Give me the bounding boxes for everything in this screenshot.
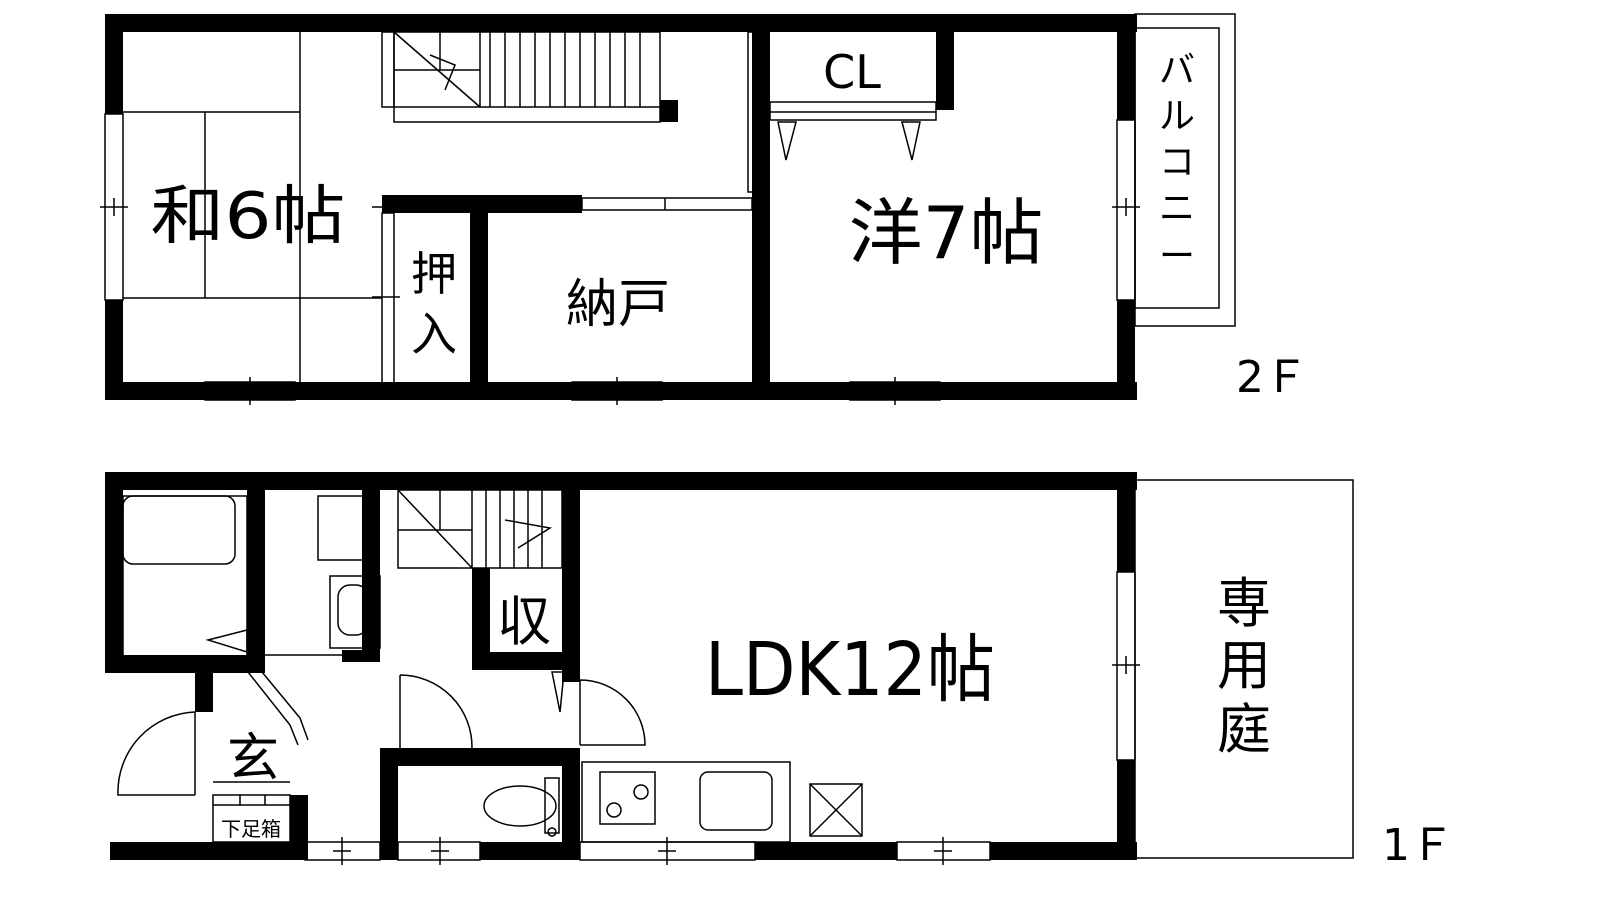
- room-label-shoe-box: 下足箱: [221, 817, 281, 841]
- garden-char: 専: [1217, 572, 1271, 635]
- storage-door: [551, 671, 565, 713]
- lower-floor-thin-lines: [117, 479, 1354, 865]
- wall: [936, 14, 954, 110]
- wall: [290, 795, 308, 860]
- room-label-youshitsu: 洋7帖: [849, 191, 1044, 275]
- sliding-door: [747, 31, 759, 193]
- toilet: [483, 785, 557, 827]
- wall: [480, 842, 580, 860]
- garden-char: 用: [1217, 634, 1271, 697]
- closet-door: [777, 121, 797, 161]
- sliding-door: [381, 212, 395, 384]
- wall: [1117, 14, 1135, 120]
- balcony-char: コ: [1159, 142, 1195, 183]
- balcony-char: ル: [1159, 96, 1195, 137]
- wall: [1117, 760, 1135, 860]
- garden-outline: [1134, 479, 1354, 859]
- wall: [562, 748, 580, 860]
- wall: [247, 472, 265, 672]
- toilet-door: [399, 674, 473, 749]
- wall: [660, 100, 678, 122]
- wall: [380, 748, 580, 766]
- room-label-garden: 専 用 庭: [1217, 572, 1271, 761]
- garden-char: 庭: [1217, 698, 1271, 761]
- entrance-door: [117, 711, 196, 796]
- window: [397, 841, 481, 861]
- room-label-ldk: LDK12帖: [705, 627, 995, 713]
- wall: [342, 650, 380, 662]
- sink: [699, 771, 773, 831]
- staircase: [397, 489, 563, 569]
- wall: [105, 14, 123, 114]
- upper-floor-thin-lines: [100, 13, 1236, 405]
- balcony-char: ニ: [1159, 188, 1195, 229]
- upper-floor-plan: [105, 14, 1137, 400]
- wall: [362, 472, 380, 662]
- balcony-char: ー: [1159, 236, 1195, 277]
- floor-label-upper: 2Ｆ: [1236, 352, 1308, 403]
- wall: [990, 842, 1137, 860]
- wall: [755, 842, 897, 860]
- wall: [472, 652, 580, 670]
- bath-door: [205, 629, 248, 654]
- room-label-balcony: バ ル コ ニ ー: [1159, 50, 1195, 277]
- room-label-washitsu: 和6帖: [151, 180, 346, 254]
- wall: [752, 14, 770, 394]
- sliding-door: [381, 31, 395, 108]
- wall: [105, 14, 1137, 32]
- closet-door: [901, 121, 921, 161]
- room-label-storage: 収: [497, 590, 551, 653]
- room-label-oshiire-bottom: 入: [411, 307, 457, 361]
- wall: [562, 472, 580, 682]
- sliding-door: [581, 197, 753, 211]
- closet-shelf: [769, 101, 937, 121]
- wall: [105, 472, 123, 672]
- ldk-door: [579, 679, 646, 746]
- refrigerator-space: [809, 783, 863, 837]
- wall: [105, 300, 123, 400]
- balcony-rail: [1134, 27, 1220, 309]
- room-label-nando: 納戸: [566, 275, 670, 335]
- stove: [599, 771, 656, 825]
- wall: [472, 568, 490, 670]
- room-labels: 和6帖 洋7帖 CL 押 入 納戸 バ ル コ ニ ー 2Ｆ LDK12帖 収 …: [151, 45, 1455, 871]
- room-label-closet: CL: [823, 45, 881, 99]
- room-label-oshiire-top: 押: [411, 247, 457, 301]
- room-label-entrance: 玄: [227, 729, 279, 789]
- washing-machine: [317, 495, 377, 561]
- shoe-box: [212, 794, 291, 843]
- wash-basin: [329, 575, 381, 649]
- wall: [110, 842, 305, 860]
- staircase: [393, 31, 661, 123]
- wall: [1117, 300, 1135, 400]
- bath-floor: [122, 495, 248, 657]
- wall: [470, 195, 488, 390]
- bathtub: [122, 495, 236, 565]
- wall: [195, 672, 213, 712]
- balcony-char: バ: [1159, 50, 1195, 91]
- wall: [105, 655, 265, 673]
- wall: [380, 748, 398, 860]
- wall: [1117, 472, 1135, 572]
- floor-label-lower: 1Ｆ: [1382, 820, 1454, 871]
